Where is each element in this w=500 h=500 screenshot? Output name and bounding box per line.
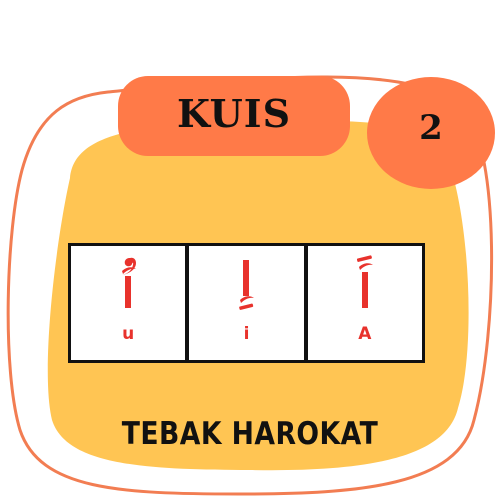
harakat-card-fathah[interactable]: A xyxy=(303,246,422,360)
alif-dammah-glyph xyxy=(122,257,137,308)
card-latin-label: u xyxy=(122,324,135,344)
number-circle-shape xyxy=(367,77,495,189)
quiz-title-badge: KUIS xyxy=(118,76,350,156)
card-latin-label: A xyxy=(358,324,372,344)
harakat-card-kasrah[interactable]: i xyxy=(185,246,303,360)
harakat-cards: u i A xyxy=(68,243,425,363)
alif-fathah-glyph xyxy=(356,255,373,308)
alif-kasrah-glyph xyxy=(239,260,255,310)
card-latin-label: i xyxy=(243,324,250,344)
quiz-subtitle: TEBAK HAROKAT xyxy=(121,416,379,452)
quiz-number: 2 xyxy=(419,108,443,148)
quiz-title: KUIS xyxy=(176,90,292,136)
title-pill-shape xyxy=(118,76,350,156)
quiz-number-badge: 2 xyxy=(368,78,498,190)
harakat-card-dammah[interactable]: u xyxy=(71,246,185,360)
